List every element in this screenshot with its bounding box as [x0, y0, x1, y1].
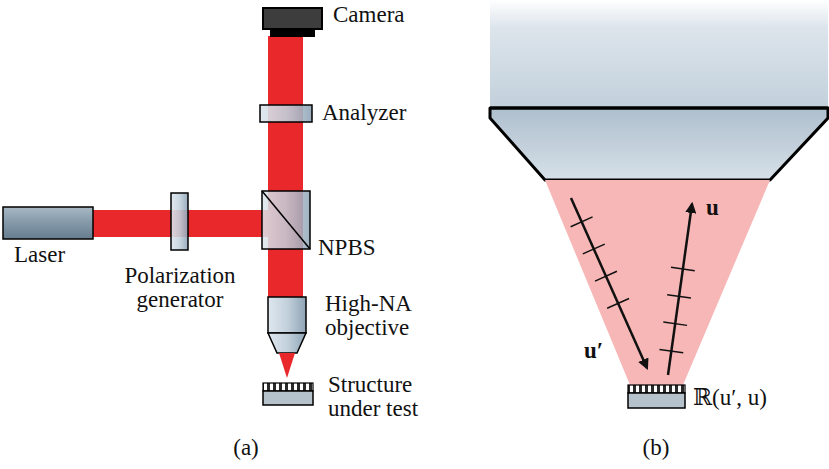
phase-front: [659, 349, 683, 352]
laser-beam: [268, 36, 303, 298]
phase-front: [583, 244, 605, 254]
camera-sensor: [270, 29, 315, 37]
phase-front: [595, 271, 617, 281]
part-label: Polarization generator: [110, 264, 250, 312]
objective-nose: [268, 333, 306, 353]
scattered-wave-arrow: [668, 204, 692, 375]
light-cone: [545, 180, 770, 385]
substrate: [628, 393, 685, 408]
beam-splitter-cube: [262, 191, 310, 249]
phase-front: [571, 217, 593, 227]
phase-front: [671, 267, 695, 270]
laser-body: [3, 207, 93, 239]
part-label: NPBS: [318, 236, 376, 260]
panel-label: (a): [233, 436, 259, 460]
objective-barrel: [490, 0, 828, 108]
phase-front: [663, 322, 687, 325]
polarizer-plate: [171, 193, 188, 250]
panel-label: (b): [643, 436, 670, 460]
incident-wave-arrow: [571, 198, 647, 368]
part-label: Structure under test: [328, 373, 446, 421]
part-label: High-NA objective: [325, 292, 437, 340]
phase-front: [607, 299, 629, 309]
analyzer-plate: [260, 105, 312, 122]
barrel-edge: [826, 0, 829, 108]
grating: [628, 385, 685, 393]
vector-label: u′: [584, 339, 603, 363]
focused-beam: [279, 353, 295, 378]
function-label: ℝ(u′, u): [693, 386, 767, 410]
splitter-diagonal: [262, 191, 310, 249]
part-label: Camera: [333, 3, 405, 27]
part-label: Laser: [14, 243, 65, 267]
vector-label: u: [706, 196, 719, 220]
phase-front: [667, 295, 691, 298]
objective-lens-section: [490, 108, 828, 180]
camera-body: [263, 8, 322, 29]
part-label: Analyzer: [322, 101, 406, 125]
barrel-edge: [490, 0, 493, 108]
barrel-joint: [490, 107, 828, 110]
substrate: [263, 391, 313, 405]
objective-body: [268, 297, 306, 333]
grating: [263, 383, 313, 391]
